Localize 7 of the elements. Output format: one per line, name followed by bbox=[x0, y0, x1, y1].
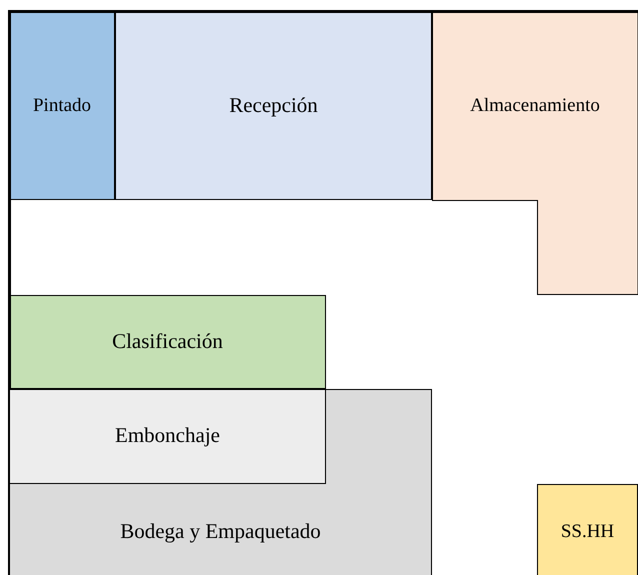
room-label: SS.HH bbox=[560, 520, 614, 543]
room-label: Bodega y Empaquetado bbox=[120, 519, 321, 544]
room-label: Clasificación bbox=[112, 329, 223, 354]
room-label: Pintado bbox=[32, 94, 92, 117]
room-label: Recepción bbox=[229, 93, 318, 118]
room-label: Embonchaje bbox=[115, 423, 220, 448]
room-label: Almacenamiento bbox=[470, 94, 600, 117]
